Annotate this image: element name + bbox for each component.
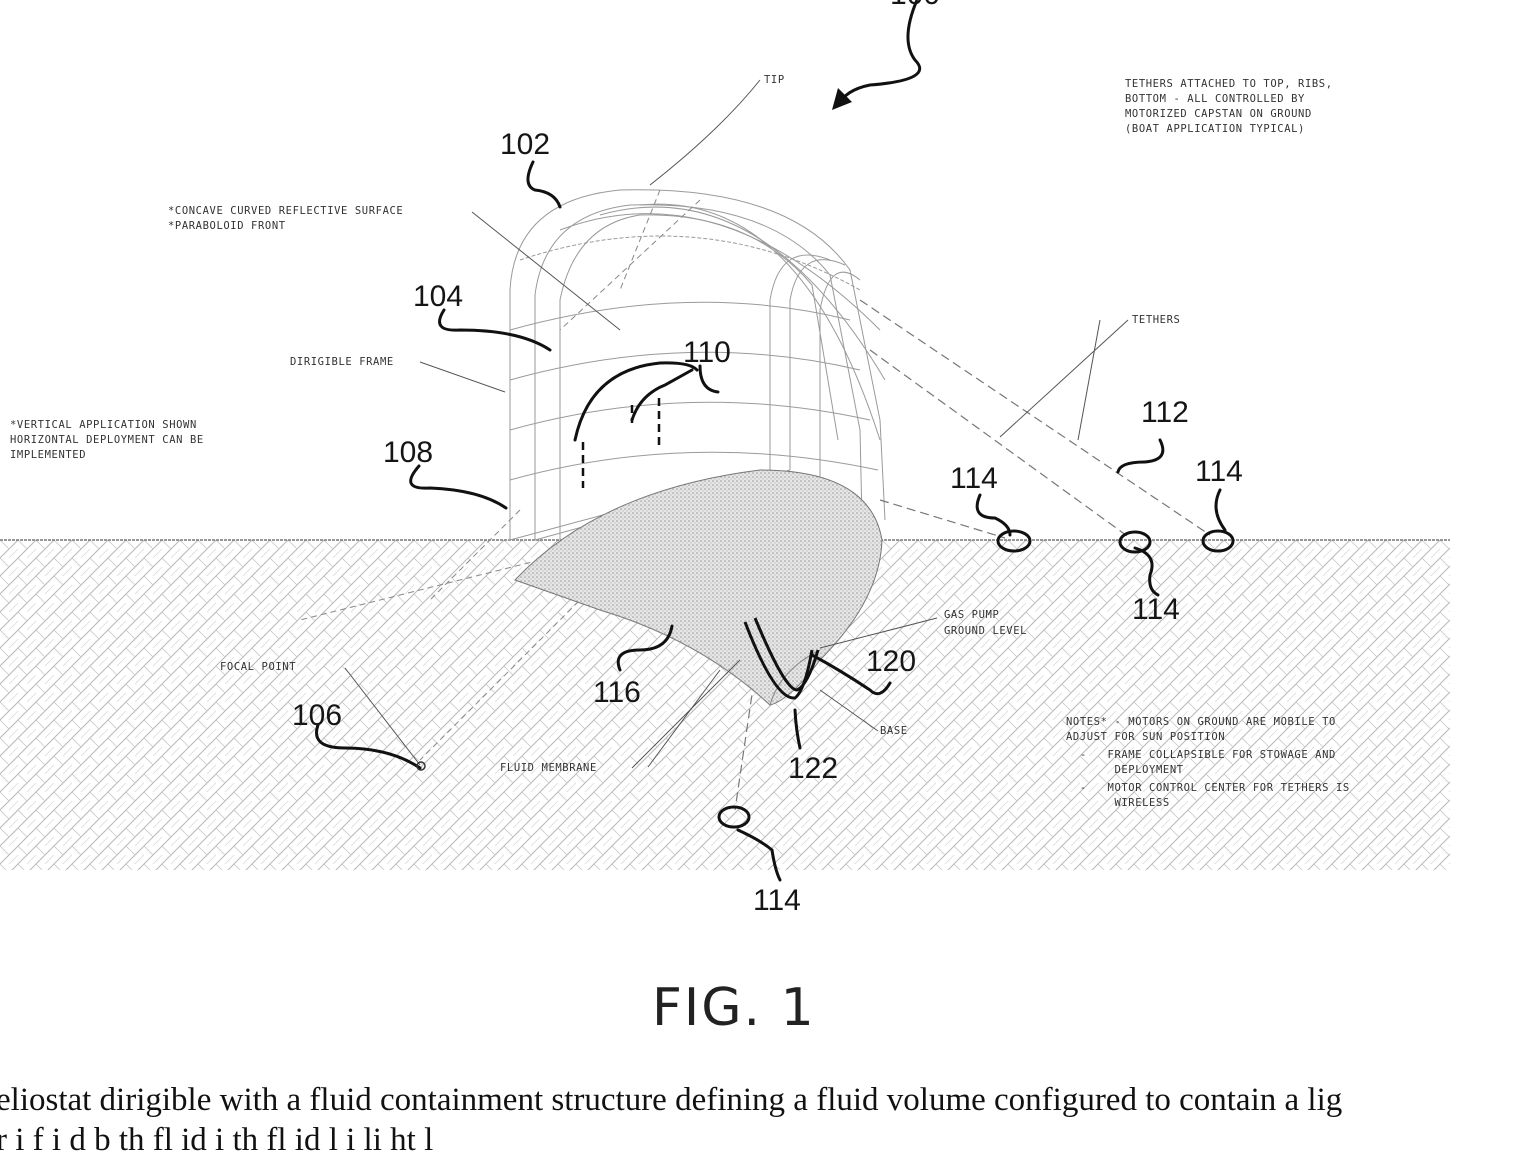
tethers-note-2: BOTTOM - ALL CONTROLLED BY <box>1125 92 1305 107</box>
base-label: BASE <box>880 724 908 739</box>
ref-114-b: 114 <box>1195 455 1243 489</box>
ref-108: 108 <box>383 436 433 470</box>
caption-line-1: eliostat dirigible with a fluid containm… <box>0 1082 1526 1119</box>
dirigible-frame-label: DIRIGIBLE FRAME <box>290 355 394 370</box>
ref-114-c: 114 <box>1132 593 1180 627</box>
tethers-label: TETHERS <box>1132 313 1180 328</box>
caption-line-2: r i f i d b th fl id i th fl id l i li h… <box>0 1122 1526 1159</box>
ref-110: 110 <box>683 336 731 370</box>
notes-line-5: - MOTOR CONTROL CENTER FOR TETHERS IS <box>1066 781 1350 796</box>
notes-line-1: NOTES* - MOTORS ON GROUND ARE MOBILE TO <box>1066 715 1336 730</box>
notes-line-6: WIRELESS <box>1066 796 1170 811</box>
concave-surface-note-1: *CONCAVE CURVED REFLECTIVE SURFACE <box>168 204 403 219</box>
ref-116: 116 <box>593 676 641 710</box>
fluid-membrane-label: FLUID MEMBRANE <box>500 761 597 776</box>
ref-106: 106 <box>292 699 342 733</box>
ref-120: 120 <box>866 645 916 679</box>
gas-pump-label-2: GROUND LEVEL <box>944 624 1027 639</box>
tethers-note-4: (BOAT APPLICATION TYPICAL) <box>1125 122 1305 137</box>
ref-104: 104 <box>413 280 463 314</box>
gas-pump-label-1: GAS PUMP <box>944 608 999 623</box>
ref-102: 102 <box>500 128 550 162</box>
vertical-application-note-1: *VERTICAL APPLICATION SHOWN <box>10 418 197 433</box>
ref-114-a: 114 <box>950 462 998 496</box>
notes-line-2: ADJUST FOR SUN POSITION <box>1066 730 1225 745</box>
ref-114-d: 114 <box>753 884 801 918</box>
focal-point-label: FOCAL POINT <box>220 660 296 675</box>
figure-label: FIG. 1 <box>652 978 816 1038</box>
ref-112: 112 <box>1141 396 1189 430</box>
tip-label: TIP <box>764 73 785 88</box>
notes-line-4: DEPLOYMENT <box>1066 763 1184 778</box>
notes-line-3: - FRAME COLLAPSIBLE FOR STOWAGE AND <box>1066 748 1336 763</box>
concave-surface-note-2: *PARABOLOID FRONT <box>168 219 286 234</box>
tethers-note-3: MOTORIZED CAPSTAN ON GROUND <box>1125 107 1312 122</box>
vertical-application-note-2: HORIZONTAL DEPLOYMENT CAN BE <box>10 433 204 448</box>
ref-100: 100 <box>890 0 940 12</box>
tethers-note-1: TETHERS ATTACHED TO TOP, RIBS, <box>1125 77 1333 92</box>
vertical-application-note-3: IMPLEMENTED <box>10 448 86 463</box>
ref-122: 122 <box>788 752 838 786</box>
ref-100-arrow <box>832 0 920 110</box>
